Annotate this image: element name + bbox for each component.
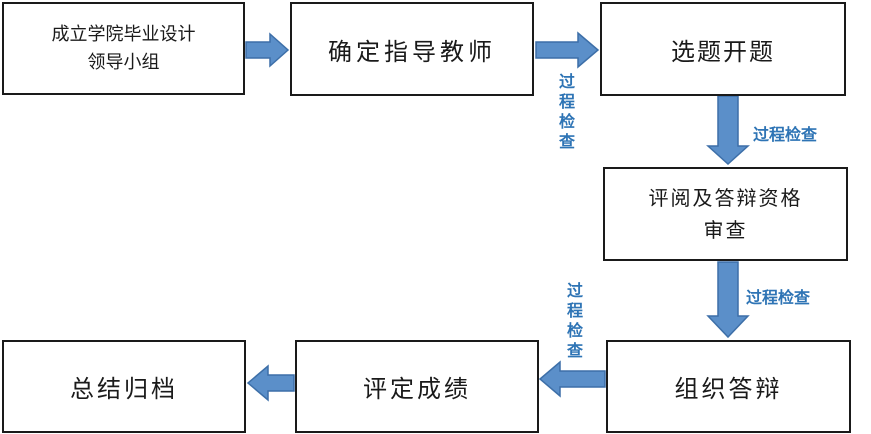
arrow-n4-n5 bbox=[706, 261, 750, 339]
arrow-n3-n4 bbox=[706, 95, 750, 166]
node-3-text: 选题开题 bbox=[671, 37, 775, 66]
label-process-check-2: 过程检查 bbox=[753, 125, 818, 144]
node-1-line-1: 成立学院毕业设计 bbox=[51, 23, 196, 45]
node-2-text: 确定指导教师 bbox=[328, 37, 496, 66]
arrow-n5-n6 bbox=[538, 360, 606, 398]
arrow-n1-n2 bbox=[245, 32, 290, 68]
node-topic-selection: 选题开题 bbox=[600, 2, 846, 96]
node-4-line-1: 评阅及答辩资格 bbox=[648, 186, 803, 210]
node-7-text: 总结归档 bbox=[70, 375, 178, 403]
node-establish-leadership-group: 成立学院毕业设计 领导小组 bbox=[2, 2, 245, 95]
node-evaluate-grades: 评定成绩 bbox=[295, 340, 539, 433]
node-6-text: 评定成绩 bbox=[363, 375, 471, 403]
node-assign-advisor: 确定指导教师 bbox=[290, 2, 534, 96]
node-summarize-archive: 总结归档 bbox=[2, 340, 246, 433]
node-4-line-2: 审查 bbox=[703, 218, 748, 242]
arrow-n2-n3 bbox=[535, 31, 600, 69]
node-organize-defense: 组织答辩 bbox=[606, 340, 851, 433]
node-5-text: 组织答辩 bbox=[674, 375, 783, 403]
node-review-qualification: 评阅及答辩资格 审查 bbox=[603, 167, 848, 261]
arrow-n6-n7 bbox=[246, 364, 295, 402]
label-process-check-4: 过 程 检 查 bbox=[566, 281, 583, 360]
label-process-check-3: 过程检查 bbox=[746, 288, 811, 307]
label-process-check-1: 过 程 检 查 bbox=[558, 72, 575, 151]
node-1-line-2: 领导小组 bbox=[87, 51, 160, 73]
